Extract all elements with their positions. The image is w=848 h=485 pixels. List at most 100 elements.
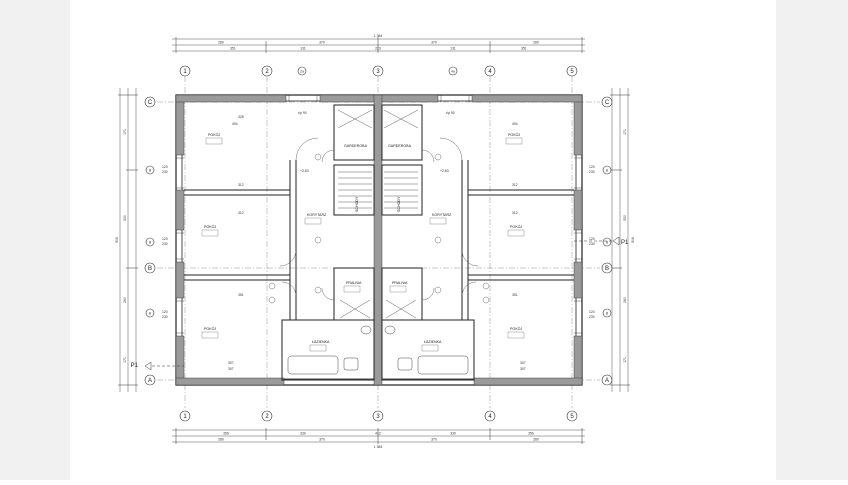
top-total-dim: 1 384 xyxy=(374,34,383,38)
axis-label-C-right: C xyxy=(605,100,610,106)
dim: 312 xyxy=(512,211,518,215)
level: +2,83 xyxy=(300,169,309,173)
room-label: GARDEROBA xyxy=(344,144,368,148)
mark: 230 xyxy=(162,315,168,319)
axis-bubbles xyxy=(144,65,613,422)
room-label: PRALNIA xyxy=(346,281,362,285)
left-dim: 330 xyxy=(123,215,127,221)
mark: 120 xyxy=(162,237,168,241)
left-margin-panel xyxy=(0,0,70,480)
mark: 230 xyxy=(589,242,595,246)
section-label-left: P1 xyxy=(131,363,139,369)
right-dim: 260 xyxy=(623,297,627,303)
mark: 120 xyxy=(589,237,595,241)
dim: 307 xyxy=(520,367,526,371)
axis-label-5b: 5 xyxy=(570,414,574,420)
top-dim: 370 xyxy=(431,41,437,45)
bottom-dims-row1: 280 370 370 280 xyxy=(218,438,539,442)
room-label: SCHODY xyxy=(397,196,401,212)
axis-label-1: 1 xyxy=(183,69,187,75)
room-label: POKÓJ xyxy=(204,326,216,331)
axis-label-A: A xyxy=(148,378,152,384)
axis-label-2: 2 xyxy=(265,69,269,75)
right-dim: 330 xyxy=(623,215,627,221)
axis-sub-label: B xyxy=(606,311,609,315)
drawing-sheet: 1 384 280 370 370 280 351 131 223 131 35… xyxy=(70,0,776,480)
top-dim: 131 xyxy=(450,47,456,51)
axis-label-4: 4 xyxy=(488,69,492,75)
axis-labels: 1 2 3 4 5 1 2 3 4 5 C B A C B A B B B B … xyxy=(148,69,610,420)
dim: 351 xyxy=(238,293,244,297)
bottom-dim: 330 xyxy=(300,432,306,436)
axis-label-B: B xyxy=(148,266,152,272)
bottom-dim: 330 xyxy=(450,432,456,436)
dim: 312 xyxy=(238,211,244,215)
room-label: PRALNIA xyxy=(392,281,408,285)
axis-sub-label: 4a xyxy=(451,69,455,73)
detail-markers xyxy=(268,153,490,304)
dim: 307 xyxy=(228,367,234,371)
room-labels: POKÓJ POKÓJ POKÓJ POKÓJ POKÓJ POKÓJ KORY… xyxy=(201,132,525,352)
axis-label-2b: 2 xyxy=(265,414,269,420)
axis-label-B-right: B xyxy=(605,266,609,272)
axis-label-3b: 3 xyxy=(376,414,380,420)
axis-sub-label: 2a xyxy=(300,69,304,73)
interior-dims: 328 494 494 312 312 312 312 351 351 307 … xyxy=(228,111,526,371)
section-markers: P1 P1 xyxy=(131,236,629,371)
axis-label-3: 3 xyxy=(376,69,380,75)
mark: 120 xyxy=(162,310,168,314)
axis-label-5: 5 xyxy=(570,69,574,75)
room-label: ŁAZIENKA xyxy=(424,340,442,344)
top-dims-row1: 280 370 370 280 xyxy=(218,41,539,45)
bottom-total-dim: 1 384 xyxy=(374,445,383,449)
room-label: KORYTARZ xyxy=(432,213,452,217)
dim: 307 xyxy=(520,361,526,365)
dim: 312 xyxy=(238,183,244,187)
section-label-right: P1 xyxy=(621,240,629,246)
dim: 307 xyxy=(228,361,234,365)
top-dim: 280 xyxy=(533,41,539,45)
bottom-dims-row2: 356 330 412 330 356 xyxy=(223,432,534,436)
mark: 120 xyxy=(589,165,595,169)
axis-sub-label: B xyxy=(149,311,152,315)
left-total-dim: 906 xyxy=(115,237,119,243)
room-label: POKÓJ xyxy=(510,326,522,331)
wincode: r/p 90 xyxy=(298,111,307,115)
window-marks-right: 120 230 120 230 120 230 xyxy=(589,165,595,319)
left-dim: 260 xyxy=(123,297,127,303)
room-label: SCHODY xyxy=(355,196,359,212)
axis-sub-label: B xyxy=(606,168,609,172)
interior-walls xyxy=(184,104,574,381)
axis-sub-label: B xyxy=(149,240,152,244)
dim: 494 xyxy=(232,122,238,126)
room-label: POKÓJ xyxy=(204,224,216,229)
left-dim: 171 xyxy=(123,129,127,135)
bottom-dim: 370 xyxy=(431,438,437,442)
room-label: GARDEROBA xyxy=(388,144,412,148)
dim: 312 xyxy=(512,183,518,187)
dimension-lines xyxy=(118,37,630,444)
axis-label-1b: 1 xyxy=(183,414,187,420)
stairs xyxy=(337,109,419,319)
mark: 230 xyxy=(589,315,595,319)
top-dim: 223 xyxy=(375,47,381,51)
room-label: POKÓJ xyxy=(510,224,522,229)
mark: 230 xyxy=(589,170,595,174)
top-dims-row2: 351 131 223 131 351 xyxy=(230,47,527,51)
right-dim: 171 xyxy=(623,357,627,363)
room-label: ŁAZIENKA xyxy=(312,340,330,344)
axis-label-4b: 4 xyxy=(488,414,492,420)
axis-label-C: C xyxy=(148,100,153,106)
wincode: r/p 90 xyxy=(446,111,455,115)
bottom-dim: 280 xyxy=(218,438,224,442)
bathroom-fixtures xyxy=(287,325,469,375)
dim: 351 xyxy=(512,293,518,297)
axis-sub-label: B xyxy=(606,240,609,244)
bottom-dim: 412 xyxy=(375,432,381,436)
mark: 230 xyxy=(162,170,168,174)
top-dim: 370 xyxy=(319,41,325,45)
axis-label-A-right: A xyxy=(605,378,609,384)
top-dim: 351 xyxy=(521,47,527,51)
right-dim: 171 xyxy=(623,129,627,135)
dim: 494 xyxy=(512,122,518,126)
